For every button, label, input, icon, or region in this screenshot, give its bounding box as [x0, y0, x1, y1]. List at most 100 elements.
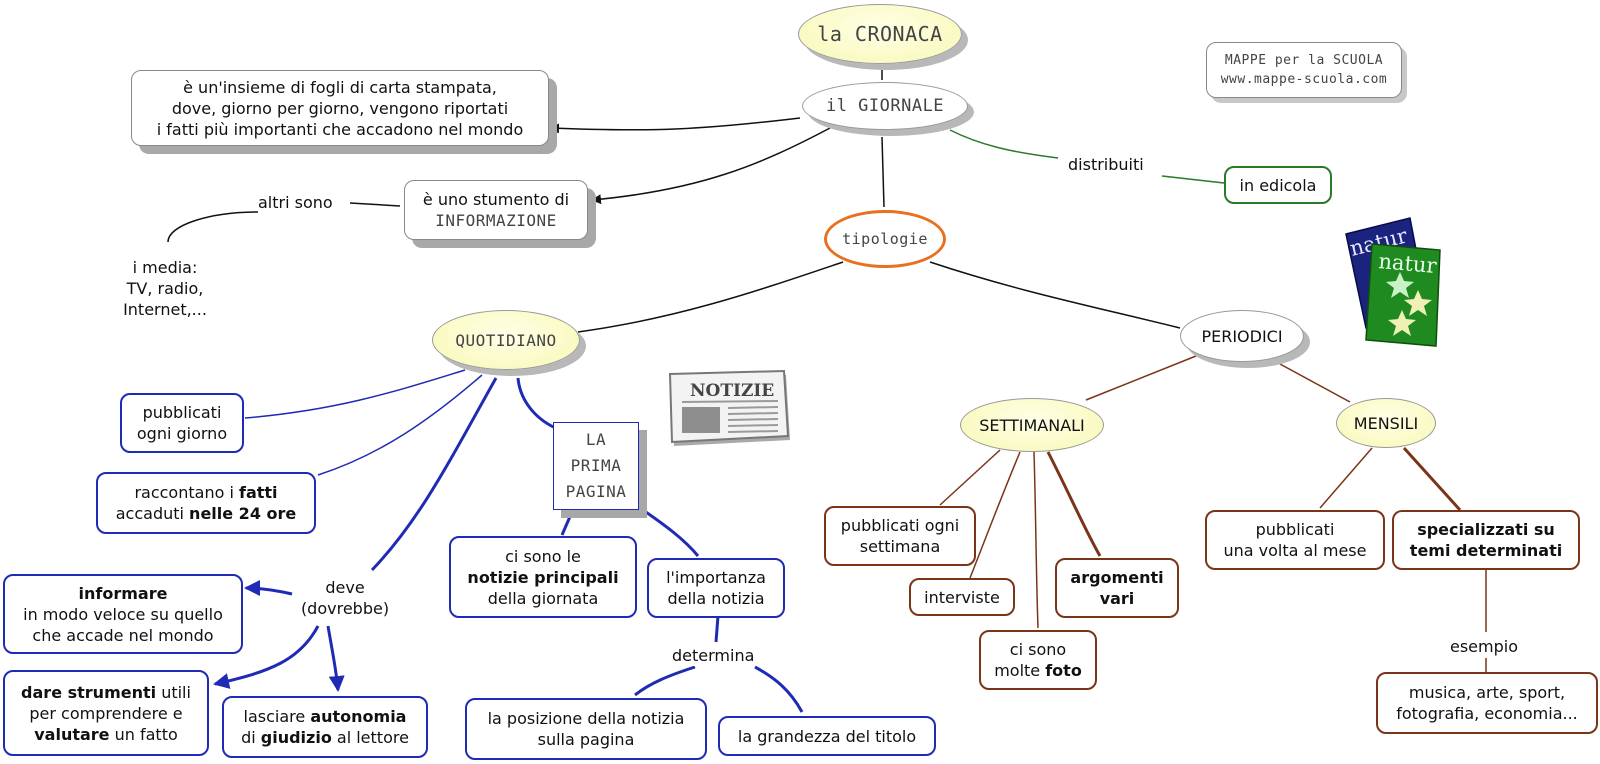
magazines-icon: natur natur: [1345, 217, 1441, 347]
interviste-node: interviste: [909, 578, 1015, 616]
argomenti-line1: argomenti: [1070, 568, 1164, 587]
informare-line1: informare: [78, 583, 168, 603]
prima-pagina-line1: LA: [585, 430, 607, 449]
media-line3: Internet,...: [123, 299, 207, 319]
grandezza-label: la grandezza del titolo: [737, 726, 917, 746]
notizie-line1: ci sono le: [505, 546, 581, 566]
settimanali-node: SETTIMANALI: [960, 398, 1104, 452]
link-giornale-tipologie: [881, 136, 885, 208]
tipologie-node: tipologie: [824, 210, 946, 268]
posizione-line1: la posizione della notizia: [487, 709, 685, 728]
autonomia-node: lasciare autonomia di giudizio al lettor…: [222, 696, 428, 758]
link-mensili-pubmese: [1319, 447, 1373, 509]
definition-line3: i fatti più importanti che accadono nel …: [156, 119, 524, 139]
link-sett-foto: [1033, 451, 1039, 629]
link-giornale-strumento: [591, 127, 831, 205]
autonomia-a: lasciare: [243, 707, 311, 726]
quot-pubblicati-line1: pubblicati: [142, 403, 222, 422]
strumenti-d: valutare: [34, 724, 110, 744]
pub-mese-node: pubblicati una volta al mese: [1205, 510, 1385, 570]
link-tipologie-periodici: [929, 261, 1181, 329]
link-giornale-distribuiti: [949, 129, 1059, 159]
newspaper-icon-text: NOTIZIE: [690, 381, 774, 401]
strumenti-b: utili: [156, 682, 191, 702]
quotidiano-label: QUOTIDIANO: [455, 330, 557, 350]
pub-sett-node: pubblicati ogni settimana: [824, 506, 976, 566]
link-quot-raccontano: [317, 374, 483, 476]
notizie-line2: notizie principali: [467, 567, 619, 587]
posizione-node: la posizione della notizia sulla pagina: [465, 698, 707, 760]
interviste-label: interviste: [924, 587, 1000, 607]
link-quot-pubblicati: [244, 369, 466, 419]
foto-c: foto: [1045, 661, 1082, 680]
strumenti-line3: valutare un fatto: [34, 724, 178, 745]
quot-raccontano-node: raccontano i fatti accaduti nelle 24 ore: [96, 472, 316, 534]
posizione-line2: sulla pagina: [537, 730, 635, 749]
strumenti-line2: per comprendere e: [29, 703, 183, 723]
link-strumento-altri: [349, 202, 401, 207]
notizie-principali-node: ci sono le notizie principali della gior…: [449, 536, 637, 618]
link-deve-informare: [244, 580, 293, 597]
link-deve-strumenti: [213, 625, 320, 689]
informare-line3: che accade nel mondo: [32, 625, 214, 645]
link-mensili-specializzati: [1402, 446, 1462, 512]
autonomia-b: autonomia: [310, 707, 407, 726]
watermark-line1: MAPPE per la SCUOLA: [1224, 53, 1384, 68]
link-periodici-settimanali: [1085, 355, 1197, 401]
argomenti-line2: vari: [1099, 589, 1135, 608]
autonomia-line1: lasciare autonomia: [244, 706, 407, 727]
importanza-node: l'importanza della notizia: [647, 558, 785, 618]
informare-node: informare in modo veloce su quello che a…: [3, 574, 243, 654]
strumento-line1: è uno stumento di: [422, 190, 570, 209]
grandezza-node: la grandezza del titolo: [718, 716, 936, 756]
edicola-node: in edicola: [1224, 166, 1332, 204]
autonomia-e: al lettore: [331, 728, 409, 747]
link-tipologie-quotidiano: [577, 261, 844, 333]
determina-label: determina: [672, 645, 755, 666]
link-sett-interviste: [969, 451, 1021, 579]
definition-line1: è un'insieme di fogli di carta stampata,: [183, 77, 497, 97]
giornale-label: il GIORNALE: [825, 95, 945, 116]
raccontano-c: accaduti: [115, 504, 190, 523]
newspaper-icon: NOTIZIE: [668, 369, 790, 446]
link-altri-media: [167, 211, 259, 243]
pub-sett-line2: settimana: [859, 537, 941, 556]
autonomia-d: giudizio: [260, 728, 332, 747]
raccontano-a: raccontano i: [134, 483, 239, 502]
media-node: i media: TV, radio, Internet,...: [100, 255, 230, 321]
map-title-node: la CRONACA: [798, 4, 962, 64]
quot-pubblicati-line2: ogni giorno: [136, 424, 228, 443]
specializzati-node: specializzati su temi determinati: [1392, 510, 1580, 570]
mensili-node: MENSILI: [1336, 398, 1436, 448]
foto-line2: molte foto: [994, 660, 1082, 681]
strumento-line2: INFORMAZIONE: [435, 211, 557, 230]
quot-raccontano-line2: accaduti nelle 24 ore: [116, 503, 297, 524]
edicola-label: in edicola: [1239, 175, 1317, 195]
pub-mese-line2: una volta al mese: [1223, 541, 1367, 560]
link-periodici-mensili: [1279, 363, 1351, 403]
notizie-line3: della giornata: [487, 588, 599, 608]
link-deve-autonomia: [326, 625, 345, 692]
deve-line2: (dovrebbe): [300, 599, 390, 618]
link-giornale-definition: [549, 117, 801, 134]
prima-pagina-node: LA PRIMA PAGINA: [553, 422, 639, 510]
magazine-front-text: natur: [1378, 249, 1439, 278]
media-line2: TV, radio,: [126, 278, 204, 298]
argomenti-node: argomenti vari: [1055, 558, 1179, 618]
link-pp-notizie: [560, 511, 574, 536]
strumenti-node: dare strumenti utili per comprendere e v…: [3, 670, 209, 756]
esempi-node: musica, arte, sport, fotografia, economi…: [1376, 672, 1598, 734]
esempio-label: esempio: [1450, 636, 1518, 657]
link-importanza-determina: [714, 615, 720, 643]
informare-line2: in modo veloce su quello: [23, 604, 223, 624]
quot-raccontano-line1: raccontano i fatti: [134, 482, 277, 503]
deve-node: deve (dovrebbe): [290, 574, 400, 622]
mensili-label: MENSILI: [1353, 413, 1419, 433]
foto-node: ci sono molte foto: [979, 630, 1097, 690]
prima-pagina-line3: PAGINA: [565, 482, 627, 501]
esempi-line1: musica, arte, sport,: [1408, 683, 1566, 702]
autonomia-line2: di giudizio al lettore: [241, 727, 409, 748]
foto-b: molte: [994, 661, 1046, 680]
distribuiti-label: distribuiti: [1068, 154, 1144, 175]
definition-node: è un'insieme di fogli di carta stampata,…: [131, 70, 549, 146]
